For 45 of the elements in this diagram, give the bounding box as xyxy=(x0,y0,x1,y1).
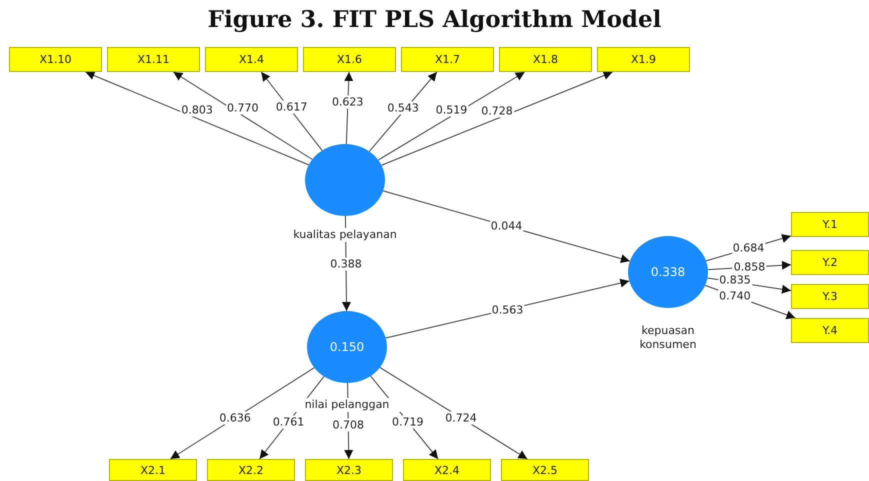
indicator-box: X2.3 xyxy=(305,459,393,481)
edge-label: 0.044 xyxy=(490,220,524,232)
edge-label: 0.858 xyxy=(732,260,766,274)
edge-label: 0.617 xyxy=(274,100,308,114)
indicator-box: X1.11 xyxy=(107,47,200,72)
indicator-box: Y.2 xyxy=(791,250,869,275)
edge-label: 0.719 xyxy=(390,415,424,428)
arrow xyxy=(378,72,526,160)
latent-variable-circle: 0.338 xyxy=(628,236,708,308)
edge-label: 0.770 xyxy=(226,101,260,114)
indicator-box: X2.2 xyxy=(207,459,295,481)
edge-label: 0.563 xyxy=(490,303,524,316)
edge-label: 0.623 xyxy=(330,96,364,108)
indicator-box: Y.1 xyxy=(791,212,869,237)
edge-label: 0.543 xyxy=(386,101,420,114)
arrow xyxy=(172,72,313,160)
edge-label: 0.761 xyxy=(272,415,306,428)
edge-label: 0.519 xyxy=(434,104,468,116)
indicator-box: X1.9 xyxy=(597,47,690,72)
indicator-box: Y.3 xyxy=(791,284,869,309)
edge-label: 0.708 xyxy=(332,418,365,432)
indicator-box: X1.10 xyxy=(9,47,102,72)
indicator-box: X1.7 xyxy=(401,47,494,72)
arrow xyxy=(85,71,310,166)
edge-label: 0.835 xyxy=(718,274,752,287)
latent-variable-circle: 0.150 xyxy=(307,311,387,383)
figure-title: Figure 3. FIT PLS Algorithm Model xyxy=(206,6,662,33)
edge-label: 0.740 xyxy=(718,290,752,303)
edge-label: 0.728 xyxy=(480,104,514,118)
edge-label: 0.388 xyxy=(329,258,363,271)
indicator-box: X2.5 xyxy=(501,459,589,481)
arrow xyxy=(381,71,614,166)
indicator-box: X1.4 xyxy=(205,47,298,72)
indicator-box: X2.4 xyxy=(403,459,491,481)
indicator-box: X1.6 xyxy=(303,47,396,72)
arrow xyxy=(170,367,315,460)
indicator-box: Y.4 xyxy=(791,318,869,343)
edge-label: 0.684 xyxy=(732,242,766,255)
indicator-box: X2.1 xyxy=(109,459,197,481)
latent-variable-circle xyxy=(305,144,385,216)
edge-label: 0.724 xyxy=(444,411,478,424)
indicator-box: X1.8 xyxy=(499,47,592,72)
edge-label: 0.636 xyxy=(218,411,252,424)
arrow xyxy=(379,366,528,460)
edge-label: 0.803 xyxy=(180,104,214,117)
